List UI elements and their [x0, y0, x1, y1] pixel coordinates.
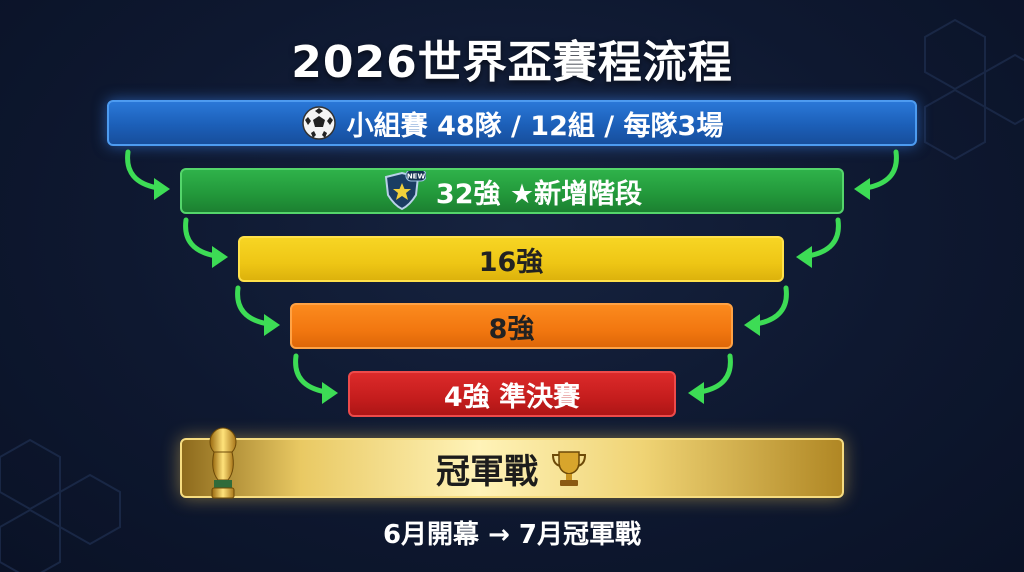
- stage-round-of-32: NEW 32強 ★新增階段: [180, 168, 844, 214]
- stage-round-of-32-label: 32強 ★新增階段: [435, 178, 643, 210]
- stage-quarterfinal: 8強: [290, 303, 733, 349]
- stage-final-label: 冠軍戰: [436, 451, 538, 492]
- flow-arrow-left-3: [235, 285, 280, 336]
- soccer-ball-icon: [301, 105, 337, 141]
- flow-arrow-left-2: [183, 217, 228, 268]
- page-title: 2026世界盃賽程流程: [291, 37, 733, 88]
- flow-arrow-right-4: [688, 353, 733, 404]
- world-cup-trophy-icon: [202, 426, 244, 506]
- flow-arrow-right-3: [744, 285, 789, 336]
- flow-arrow-right-2: [796, 217, 841, 268]
- flow-arrow-right-1: [854, 149, 899, 200]
- new-badge-label: NEW: [407, 173, 426, 181]
- flow-arrow-left-1: [125, 149, 170, 200]
- stage-round-of-16: 16強: [238, 236, 784, 282]
- stage-quarterfinal-label: 8強: [488, 313, 535, 345]
- schedule-footer: 6月開幕 → 7月冠軍戰: [382, 520, 642, 550]
- flow-arrow-left-4: [293, 353, 338, 404]
- stage-final: 冠軍戰: [180, 427, 844, 499]
- stage-semifinal: 4強 準決賽: [348, 371, 676, 417]
- stage-group: 小組賽 48隊 / 12組 / 每隊3場: [107, 100, 917, 146]
- stage-semifinal-label: 4強 準決賽: [443, 381, 581, 413]
- new-shield-badge-icon: NEW: [382, 171, 426, 211]
- stage-group-label: 小組賽 48隊 / 12組 / 每隊3場: [346, 110, 724, 142]
- stage-round-of-16-label: 16強: [478, 246, 544, 278]
- trophy-icon: [550, 448, 588, 488]
